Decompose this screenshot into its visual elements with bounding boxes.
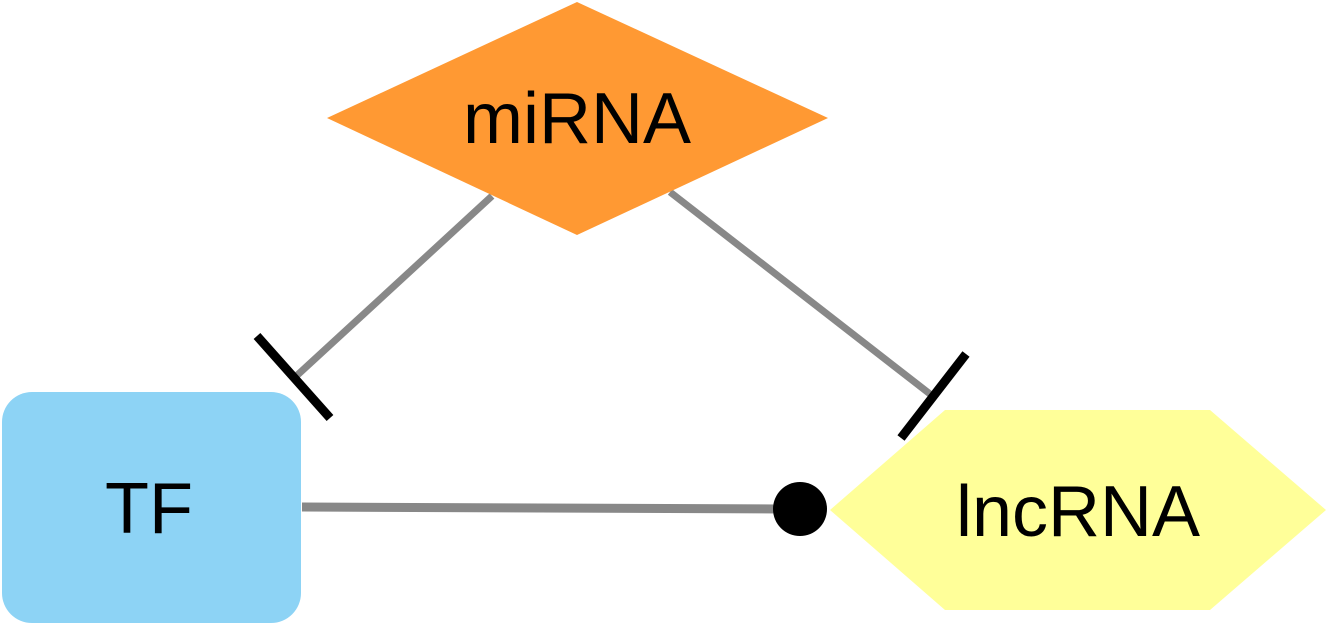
node-mirna: miRNA xyxy=(327,2,828,235)
inhibition-bar-lncrna xyxy=(897,351,970,441)
edge-tf-lncrna xyxy=(301,502,781,514)
tf-rounded-rect-shape xyxy=(2,392,301,623)
edge-mirna-lncrna xyxy=(667,189,933,397)
lncrna-hexagon-shape xyxy=(830,410,1326,610)
edge-mirna-tf xyxy=(289,193,495,383)
lncrna-label: lncRNA xyxy=(956,472,1200,552)
node-tf: TF xyxy=(2,392,301,623)
node-lncrna: lncRNA xyxy=(830,410,1326,610)
inhibition-bar-tf xyxy=(253,333,334,421)
binding-dot-lncrna xyxy=(773,482,827,536)
tf-label: TF xyxy=(105,469,193,549)
mirna-diamond-shape xyxy=(327,2,828,235)
mirna-label: miRNA xyxy=(463,79,691,159)
